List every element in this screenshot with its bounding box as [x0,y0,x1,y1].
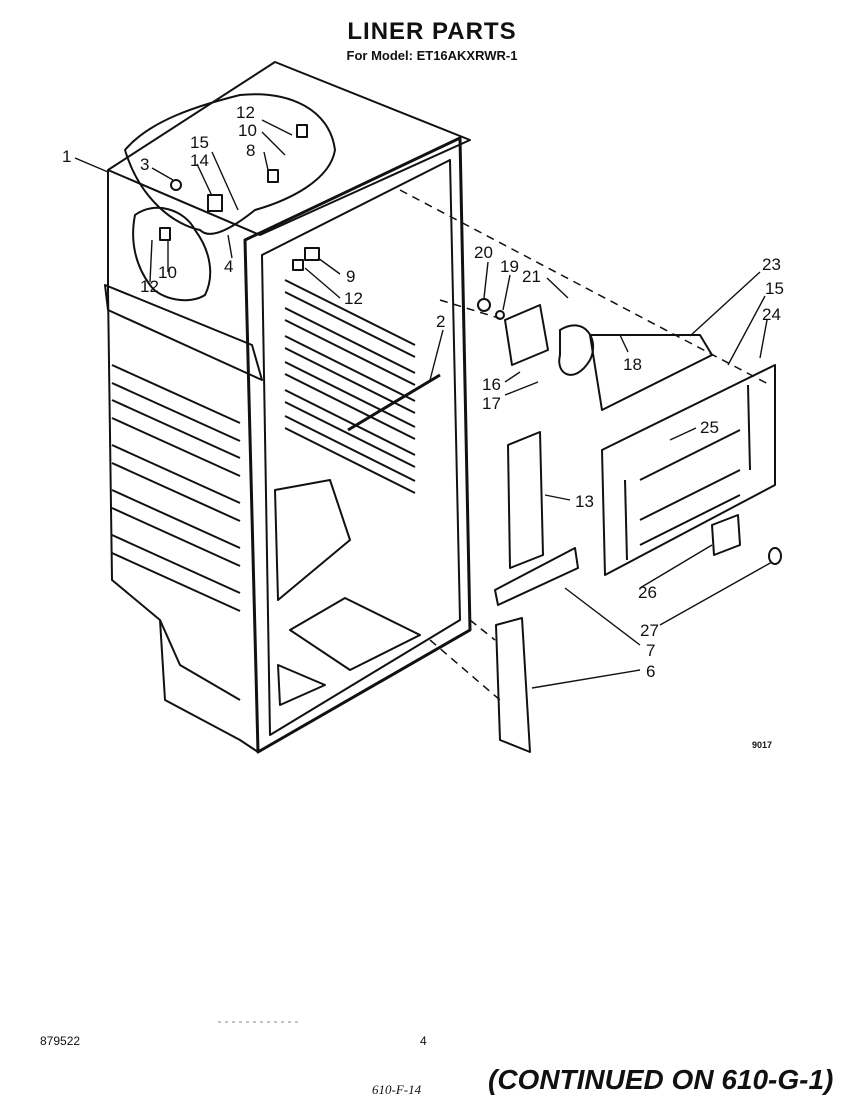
callout-2: 2 [436,312,445,331]
fan-shroud [589,334,713,411]
freezer-cover-outline [124,93,336,235]
damper-plate [711,514,741,556]
front-frame-inner [261,159,461,736]
callout-18: 18 [623,355,642,374]
control-rod [347,373,441,432]
callout-1: 1 [62,147,71,166]
callout-19: 19 [500,257,519,276]
air-duct-panel [507,431,544,569]
callout-14: 14 [190,151,209,170]
callout-15-right: 15 [765,279,784,298]
bracket [494,547,579,606]
document-number: 879522 [40,1034,81,1048]
callout-6: 6 [646,662,655,681]
bottom-tray [277,664,326,706]
callout-27: 27 [640,621,659,640]
front-frame-outer [243,136,472,754]
callout-24: 24 [762,305,781,324]
callout-13: 13 [575,492,594,511]
callout-12: 12 [236,103,255,122]
callout-25: 25 [700,418,719,437]
continued-note: (CONTINUED ON 610-G-1) [488,1064,834,1095]
callout-10: 10 [238,121,257,140]
model-subtitle: For Model: ET16AKXRWR-1 [346,48,518,63]
figure-code: 9017 [752,740,772,750]
fan-motor-bracket [504,304,549,366]
page-title: LINER PARTS [347,18,517,45]
plug [768,547,782,565]
evap-cover-panel [601,364,776,576]
callout-9: 9 [346,267,355,286]
callout-12-lower: 12 [140,277,159,296]
page-number: 4 [420,1034,427,1048]
callout-8: 8 [246,141,255,160]
left-side-cutout [132,206,212,302]
callout-15: 15 [190,133,209,152]
callout-23: 23 [762,255,781,274]
callout-20: 20 [474,243,493,262]
side-ribs [111,364,241,612]
mullion-band [104,284,263,381]
crisper-tray [289,597,421,671]
callout-17: 17 [482,394,501,413]
liner-top-outline [107,61,471,236]
interior-shelf-rails [284,279,416,494]
callout-4: 4 [224,257,233,276]
callout-10-lower: 10 [158,263,177,282]
callout-21: 21 [522,267,541,286]
callout-16: 16 [482,375,501,394]
callout-7: 7 [646,641,655,660]
crisper-box [274,479,351,601]
callout-26: 26 [638,583,657,602]
callout-12-right: 12 [344,289,363,308]
liner-left-side [107,170,259,753]
callout-3: 3 [140,155,149,174]
handwritten-reference: 610-F-14 [372,1082,422,1097]
rear-duct-panel [495,617,531,753]
liner-front-lower [159,619,241,701]
fan-blade [558,324,595,376]
